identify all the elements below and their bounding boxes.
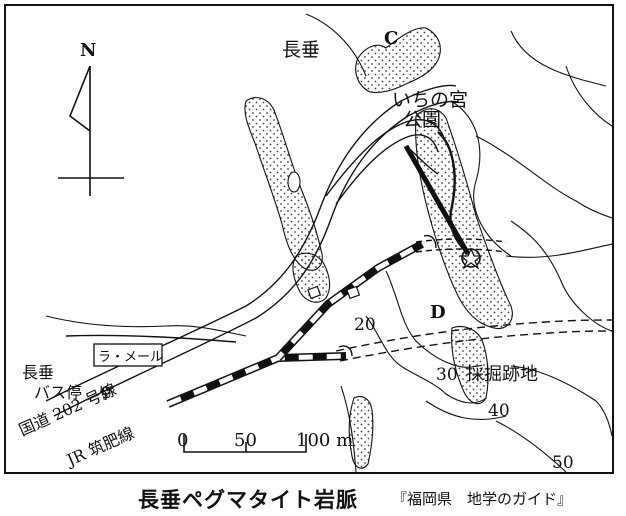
shop-label: ラ・メール (98, 350, 163, 365)
tunnel-mark (423, 234, 437, 249)
contour-line (45, 315, 247, 337)
park-road (325, 119, 445, 197)
contour-line (365, 315, 487, 404)
contour-line (565, 65, 612, 127)
place-name-label: 長垂 (282, 39, 320, 61)
contour-label-20: 20 (354, 315, 376, 335)
contour-label-30: 30 (436, 365, 458, 385)
pegmatite-dyke-lower (348, 395, 374, 469)
building (307, 285, 322, 300)
pegmatite-dyke-south (451, 325, 489, 405)
shop-box (93, 343, 163, 367)
east-road-edge (339, 330, 612, 362)
contour-line (425, 400, 507, 421)
bus-stop-icon: ♀ (100, 383, 112, 402)
pegmatite-dyke-north (355, 27, 441, 94)
tunnel-mark (338, 345, 353, 357)
scale-bar (183, 434, 307, 453)
monument-star-icon (459, 247, 483, 270)
small-pond (287, 171, 301, 193)
pegmatite-dyke-west (244, 97, 323, 271)
pegmatite-dyke-southwest (292, 252, 331, 303)
north-road-edge (415, 248, 507, 253)
east-road (335, 319, 612, 352)
source-citation: 『福岡県 地学のガイド』 (392, 490, 573, 508)
contour-line (450, 100, 512, 257)
park-label-line2: 公園 (403, 109, 441, 131)
north-arrow (58, 65, 124, 196)
contour-line (505, 243, 612, 258)
contour-line (510, 220, 612, 332)
bus-stop-label-line2: バス停 (34, 383, 82, 402)
map-frame: 長垂 C D いちの宮 公園 N ラ・メール 長垂 バス停 ♀ 国道 202 号… (4, 4, 614, 474)
contour-line (510, 30, 607, 87)
contour-line (495, 420, 567, 472)
shop-road (65, 334, 237, 343)
contour-line (475, 135, 612, 219)
building (346, 285, 361, 300)
scale-tick-0: 0 (177, 430, 188, 451)
tunnel-marks (338, 234, 437, 357)
caption: 長垂ペグマタイト岩脈 『福岡県 地学のガイド』 (0, 478, 626, 516)
scale-tick-100m: 100 m (296, 430, 353, 451)
point-d-label: D (430, 302, 446, 323)
pegmatite-dyke-main (415, 108, 513, 330)
north-label: N (80, 40, 96, 61)
park-road-edge (335, 134, 439, 205)
bus-stop-label-line1: 長垂 (22, 363, 54, 382)
buildings (307, 285, 361, 300)
contour-label-40: 40 (488, 401, 510, 421)
scale-tick-50: 50 (234, 430, 257, 451)
map-title: 長垂ペグマタイト岩脈 (138, 488, 358, 512)
pegmatite-bodies (244, 27, 513, 469)
park-label-line1: いちの宮 (392, 89, 468, 111)
jr-line-label: JR 筑肥線 (62, 423, 137, 470)
point-c-label: C (384, 28, 398, 49)
national-route-202-edge (53, 100, 459, 417)
excavation-site-label: 採掘跡地 (466, 364, 538, 385)
jr-chikuhi-line (166, 240, 424, 408)
contour-label-50: 50 (552, 453, 574, 472)
park-trail (403, 131, 471, 256)
geologic-map: 長垂 C D いちの宮 公園 N ラ・メール 長垂 バス停 ♀ 国道 202 号… (16, 13, 612, 472)
contour-line (510, 365, 612, 437)
contour-lines (45, 13, 612, 472)
